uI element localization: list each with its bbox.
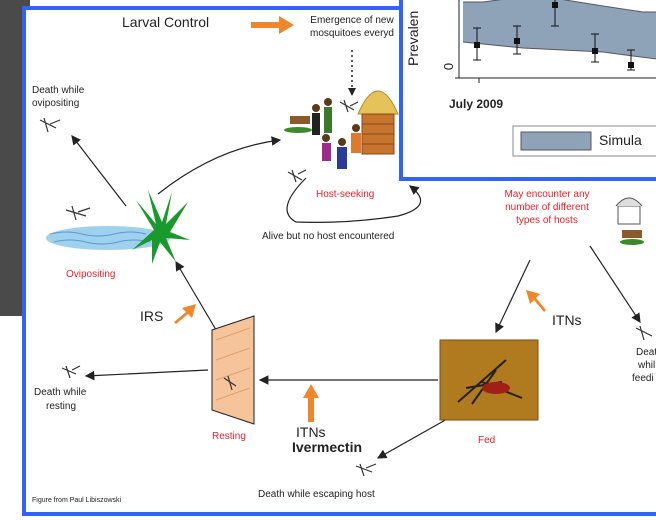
death-resting-label-1: Death while — [34, 387, 87, 398]
hut-icon — [357, 90, 399, 155]
people-icon — [284, 98, 361, 169]
plant-icon — [132, 190, 190, 264]
data-point — [513, 25, 521, 55]
data-point — [473, 27, 481, 61]
death-escaping-label: Death while escaping host — [258, 489, 375, 500]
ivermectin-label: Ivermectin — [292, 439, 363, 455]
inset-chart-svg — [455, 0, 656, 157]
may-encounter-label-3: types of hosts — [516, 215, 578, 226]
mosquito-death-resting-icon — [61, 365, 81, 379]
larval-control-label: Larval Control — [122, 14, 210, 30]
lifecycle-diagram-svg — [39, 16, 653, 477]
mosquito-emergence-icon — [339, 99, 359, 113]
inset-ytick-zero: 0 — [441, 62, 457, 71]
arrow-plant-to-death-oviposit — [71, 135, 127, 207]
arrow-resting-to-death — [84, 369, 209, 381]
itns-bottom-label: ITNs — [296, 424, 326, 440]
mosquito-oviposit-icon — [65, 205, 91, 221]
arrow-hosts-to-death-feeding — [589, 245, 641, 324]
itns-right-arrow — [526, 290, 546, 312]
mosquito-death-oviposit-icon — [39, 117, 61, 133]
itns-right-label: ITNs — [552, 312, 582, 328]
arrow-hosts-to-fed — [495, 259, 531, 334]
data-point — [627, 49, 635, 71]
host-seeking-label: Host-seeking — [316, 189, 375, 200]
inset-xtick: July 2009 — [449, 97, 504, 111]
may-encounter-label-2: number of different — [505, 202, 589, 213]
simulation-band — [463, 0, 656, 59]
arrow-host-loop — [286, 177, 422, 223]
alive-no-host-label: Alive but no host encountered — [262, 231, 395, 242]
legend-swatch — [520, 131, 592, 151]
may-encounter-label-1: May encounter any — [504, 189, 590, 200]
fed-label: Fed — [478, 435, 496, 446]
mosquito-death-escaping-icon — [355, 463, 377, 477]
fed-mosquito-box — [439, 339, 539, 421]
emergence-label-line2: mosquitoes everyd — [310, 28, 394, 39]
resting-surface-icon — [211, 315, 255, 425]
arrow-plant-to-host — [157, 136, 282, 195]
death-feeding-label-2: whil — [638, 360, 656, 371]
death-ovipositing-label-1: Death while — [32, 85, 85, 96]
emergence-label-line1: Emergence of new — [310, 15, 394, 26]
death-feeding-label-1: Deat — [636, 347, 656, 358]
mosquito-death-feeding-icon — [635, 325, 653, 341]
data-point — [591, 33, 599, 63]
inset-legend-label: Simula — [599, 132, 642, 148]
irs-label: IRS — [140, 308, 164, 324]
resting-label: Resting — [212, 431, 246, 442]
ovipositing-label: Ovipositing — [66, 269, 116, 280]
hosts-group-icon — [615, 197, 644, 245]
arrow-resting-to-plant — [175, 260, 223, 341]
irs-arrow — [174, 304, 196, 324]
death-feeding-label-3: feedi — [632, 373, 654, 384]
death-resting-label-2: resting — [46, 401, 77, 412]
inset-ylabel: Prevalen — [405, 10, 421, 66]
figure-credit: Figure from Paul Libiszowski — [32, 497, 122, 504]
larval-control-arrow — [251, 16, 294, 34]
mosquito-host-seeking-icon — [287, 169, 307, 183]
arrow-fed-to-death-escaping — [376, 413, 457, 459]
inset-chart: Prevalen 0 July 2009 Simula — [399, 0, 656, 181]
data-point — [551, 0, 559, 27]
itns-bottom-arrow — [303, 384, 319, 422]
death-ovipositing-label-2: ovipositing — [32, 98, 80, 109]
